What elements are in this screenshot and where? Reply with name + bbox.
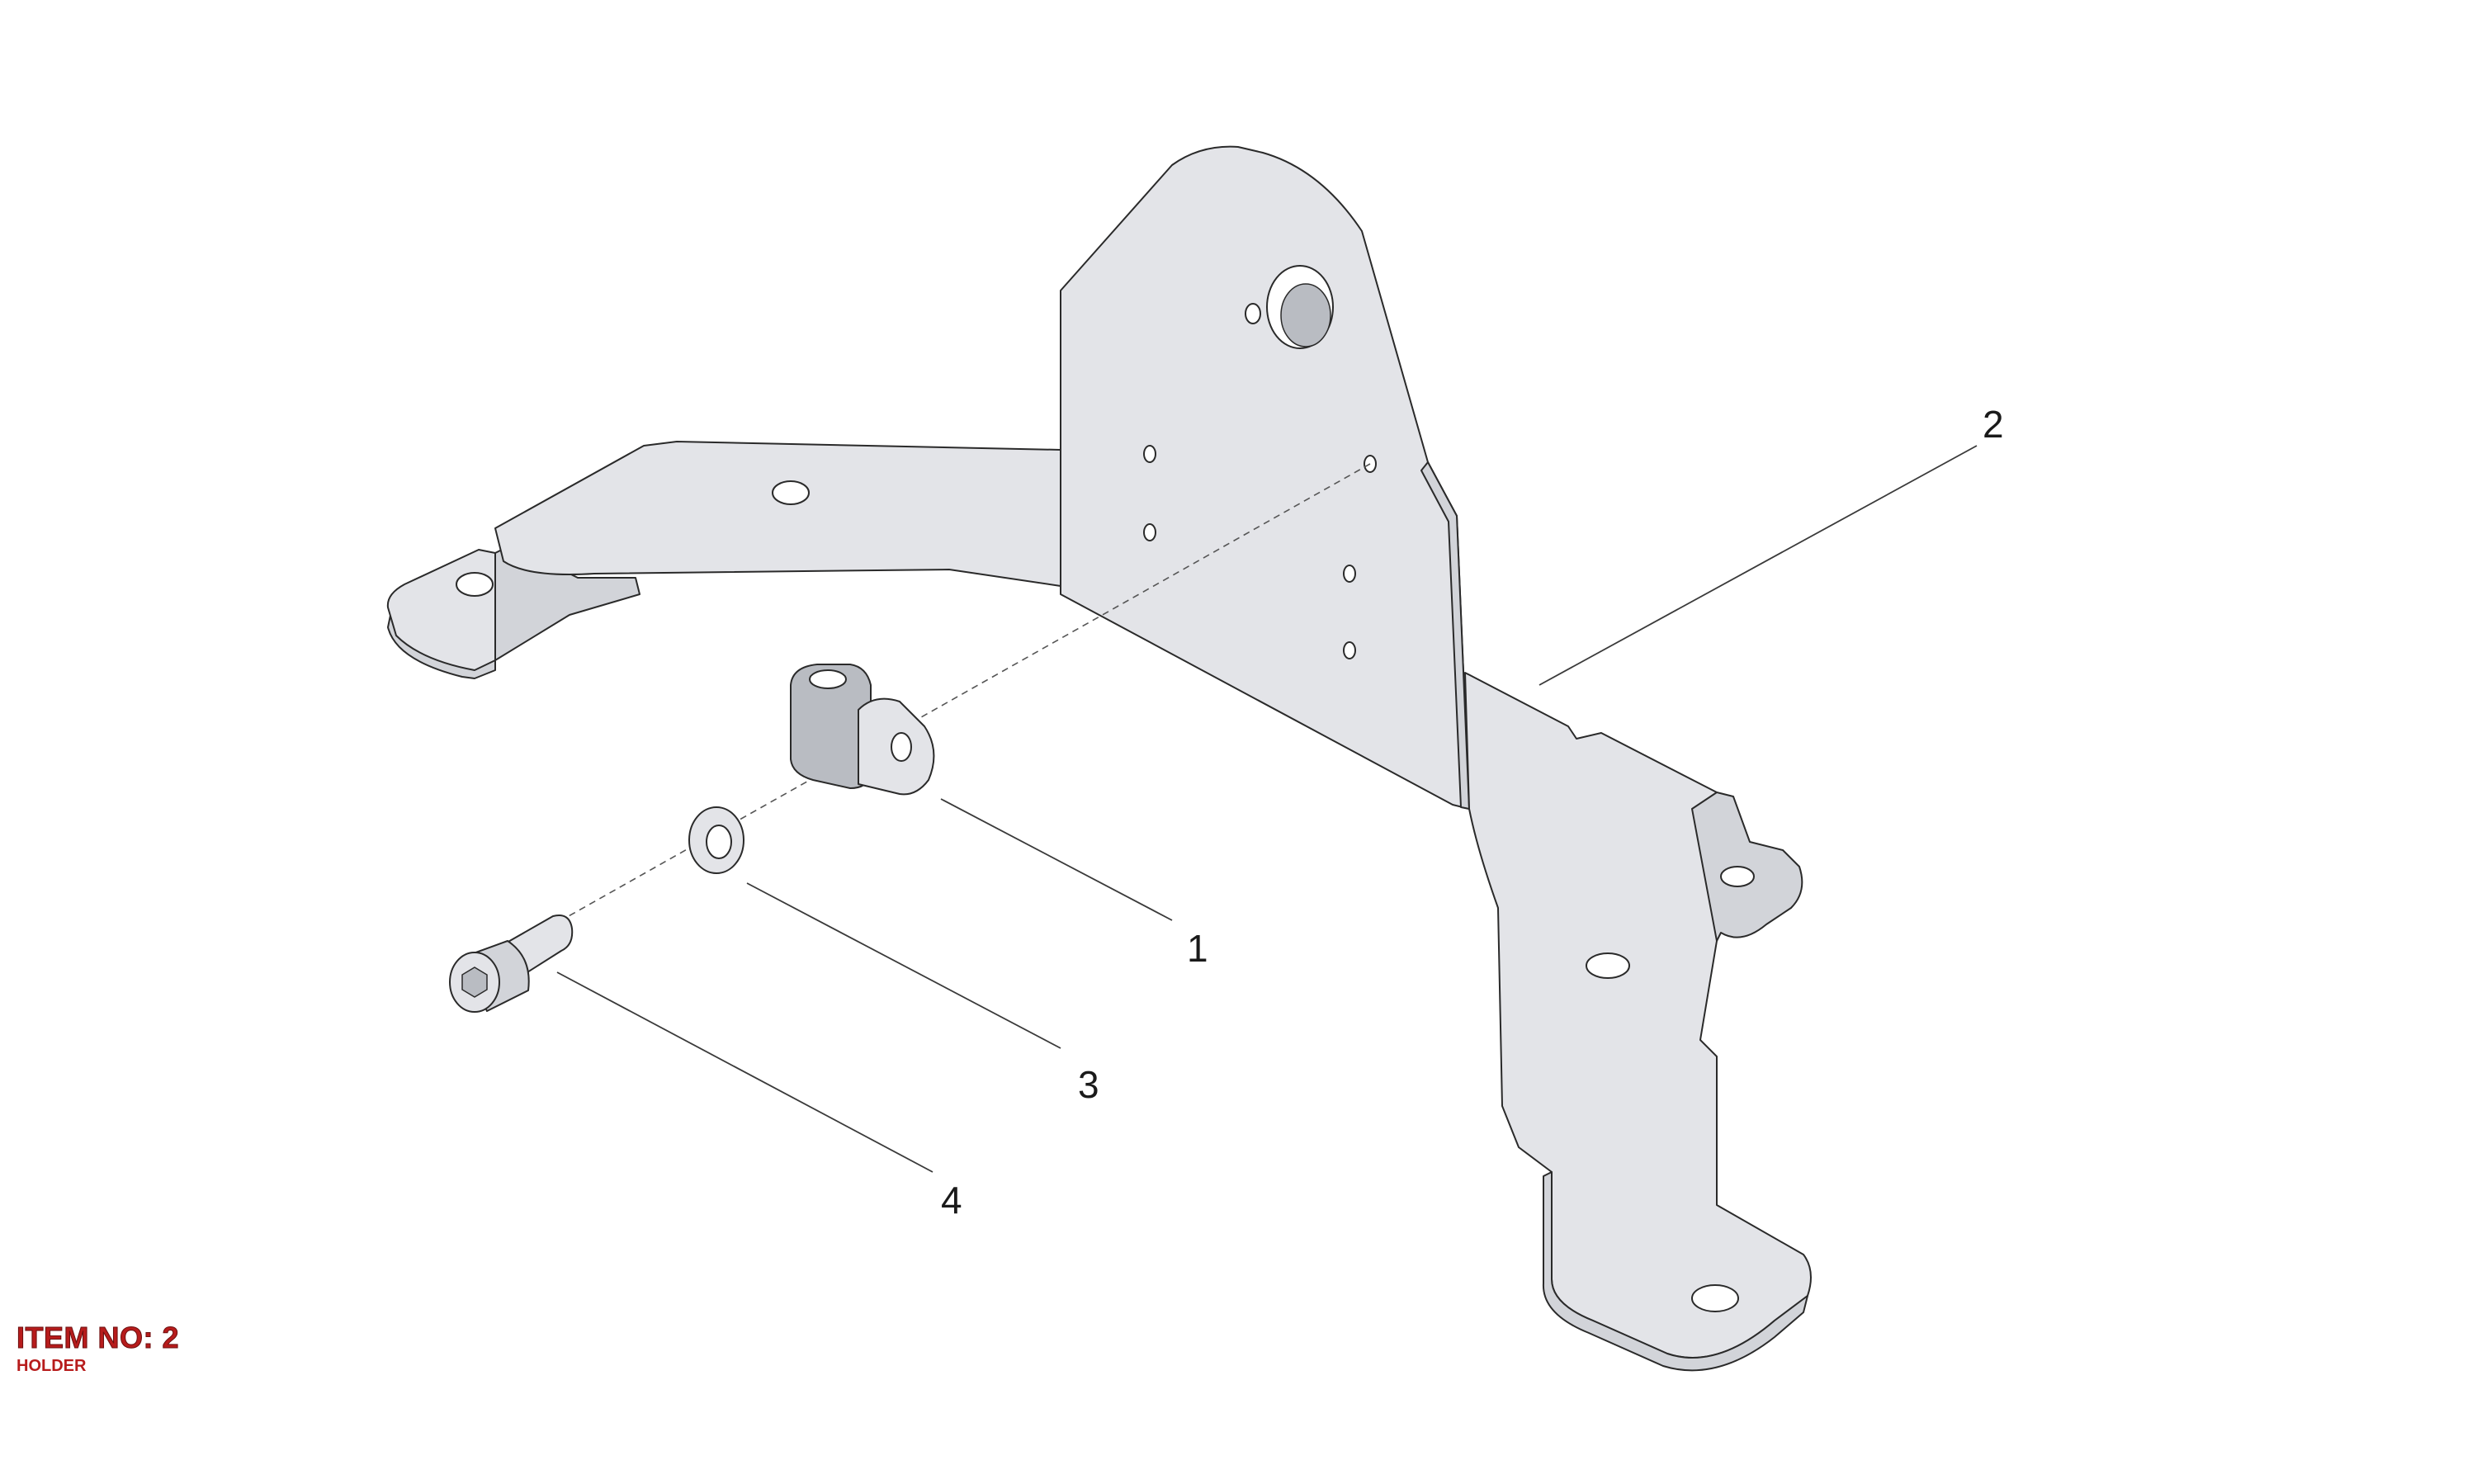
callout-4: 4 <box>941 1179 962 1222</box>
callout-2: 2 <box>1983 403 2004 446</box>
bracket-left-arm <box>494 441 1061 587</box>
bracket-left-arm-hole <box>772 480 810 505</box>
bracket-right-leg-edge <box>1542 1171 1808 1372</box>
bracket-right-leg-hole <box>1586 952 1630 979</box>
bracket-plate-edge <box>1420 461 1470 810</box>
bracket-right-foot-hole <box>1691 1284 1739 1312</box>
leader-line-2 <box>1539 445 1978 686</box>
leader-line-4 <box>556 971 933 1173</box>
clamp-tab-hole <box>891 732 912 762</box>
bracket-small-hole-f <box>1343 641 1356 659</box>
bracket-large-hole-bore <box>1280 283 1331 347</box>
screw-part <box>449 915 574 1013</box>
bracket-right-tab-hole <box>1720 866 1755 887</box>
bracket-small-hole-b <box>1143 445 1156 463</box>
item-name-label: HOLDER <box>17 1357 87 1375</box>
holder-bracket <box>386 145 1812 1372</box>
bracket-small-hole-c <box>1143 523 1156 541</box>
washer-part <box>688 806 744 874</box>
bracket-vertical-plate <box>1060 145 1470 810</box>
callout-1: 1 <box>1187 927 1208 970</box>
bracket-left-foot-hole <box>456 572 494 597</box>
callout-3: 3 <box>1078 1063 1099 1106</box>
washer-hole <box>706 825 732 859</box>
leader-line-1 <box>940 798 1173 921</box>
bracket-small-hole-a <box>1245 303 1261 324</box>
clamp-part <box>790 664 935 796</box>
bracket-right-tab <box>1691 792 1803 942</box>
bracket-right-leg <box>1464 672 1812 1359</box>
clamp-top-hole <box>809 669 847 689</box>
screw-hex-socket <box>461 966 488 998</box>
leader-line-3 <box>746 882 1061 1049</box>
assembly-axis-line <box>560 463 1371 921</box>
bracket-small-hole-e <box>1343 565 1356 583</box>
item-number-label: ITEM NO: 2 <box>16 1321 180 1355</box>
